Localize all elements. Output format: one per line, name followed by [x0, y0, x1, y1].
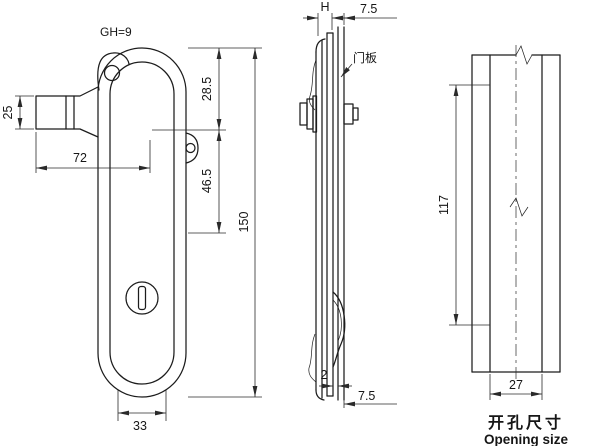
dim-gap-label: 2 — [321, 368, 328, 382]
dim-top-offset-label: 28.5 — [200, 77, 214, 101]
opening-caption-cn: 开孔尺寸 — [488, 413, 564, 432]
dim-shaft-length-label: 72 — [73, 151, 87, 165]
escutcheon-outline — [97, 47, 187, 398]
opening-view: 117 27 开孔尺寸 Opening size — [437, 45, 568, 446]
dim-opening-width-label: 27 — [509, 378, 523, 392]
dim-grip-label: H — [320, 0, 329, 14]
front-view: 25 72 28.5 46.5 150 33 GH=9 — [1, 25, 262, 433]
gh-label: GH=9 — [100, 25, 132, 39]
lock-cylinder — [299, 102, 308, 126]
door-panel-label: 门板 — [353, 50, 377, 65]
pivot-hole — [103, 64, 121, 82]
mounting-ear — [185, 132, 199, 164]
handle-outline — [109, 61, 175, 385]
break-mark-mid — [509, 197, 529, 217]
cam-outline — [332, 291, 346, 368]
dim-opening-height-label: 117 — [437, 195, 451, 215]
dim-bottom-width-label: 33 — [133, 419, 147, 433]
side-view: H 7.5 门板 2 7.5 — [299, 0, 397, 408]
break-mark-top — [515, 45, 533, 65]
latch-shaft — [35, 86, 99, 138]
dim-shaft-height-label: 25 — [1, 106, 15, 120]
opening-caption-en: Opening size — [484, 432, 569, 446]
dim-mid-offset-label: 46.5 — [200, 169, 214, 193]
dim-total-height-label: 150 — [237, 212, 251, 233]
rear-nut — [343, 103, 354, 125]
dim-rear-clearance-label: 7.5 — [358, 389, 375, 403]
dim-front-clearance-label: 7.5 — [360, 2, 377, 16]
keyhole-icon — [125, 281, 159, 315]
